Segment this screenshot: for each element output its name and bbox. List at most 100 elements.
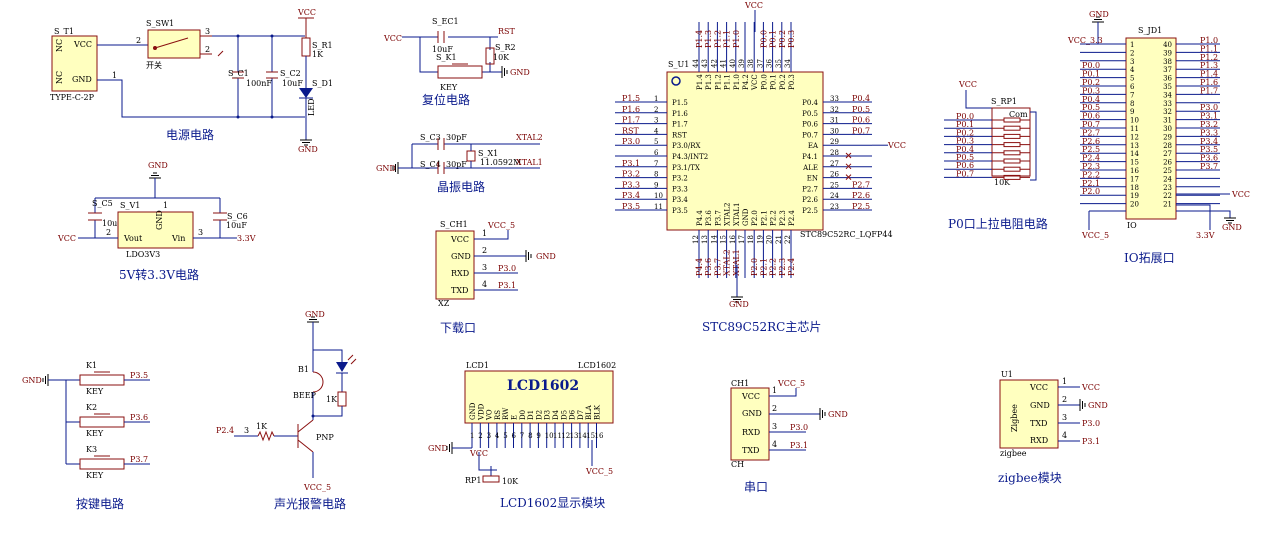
io-net-label: P0.6 xyxy=(1082,112,1100,121)
io-net-label: P2.0 xyxy=(1082,187,1100,196)
io-pin-number: 2 xyxy=(1130,49,1134,57)
mcu-pin-label: P2.0 xyxy=(751,210,759,226)
serial-port: CH1 VCC GND RXD TXD 1 2 3 4 VCC_5 GND P3… xyxy=(730,379,848,494)
io-net-label: P0.2 xyxy=(1082,78,1100,87)
lcd-pin-label: E xyxy=(511,415,519,420)
mcu-net-label: P0.5 xyxy=(852,105,870,114)
svg-text:P3.0: P3.0 xyxy=(498,264,516,273)
io-pin-number: 5 xyxy=(1130,75,1134,83)
io-pin-number: 25 xyxy=(1163,167,1172,175)
pullup-net-label: P0.7 xyxy=(956,169,974,178)
io-net-label: P2.3 xyxy=(1082,162,1100,171)
svg-text:XTAL2: XTAL2 xyxy=(516,133,543,142)
mcu-pin-number: 6 xyxy=(654,149,659,157)
mcu-net-label: P0.0 xyxy=(759,30,768,48)
lcd-pin-label: D4 xyxy=(552,409,560,420)
download-connector xyxy=(435,230,475,300)
button-caption: 按键电路 xyxy=(76,496,124,511)
connector-model: TYPE-C-2P xyxy=(50,93,95,102)
pullup-net-label: P0.0 xyxy=(956,112,974,121)
io-net-label: P0.1 xyxy=(1082,70,1100,79)
mcu-net-label: P2.0 xyxy=(750,258,759,276)
svg-text:XTAL1: XTAL1 xyxy=(516,158,543,167)
mcu-net-label: P3.0 xyxy=(622,137,640,146)
lcd-pin-number: 1 xyxy=(470,432,474,440)
svg-text:S_C4: S_C4 xyxy=(420,160,441,169)
svg-text:2: 2 xyxy=(205,45,210,54)
mcu-pin-label: P1.0 xyxy=(733,74,741,90)
io-net-label: P2.2 xyxy=(1082,170,1100,179)
svg-text:IO: IO xyxy=(1127,221,1137,230)
svg-text:S_C6: S_C6 xyxy=(227,212,248,221)
io-net-label: P3.6 xyxy=(1200,154,1218,163)
io-pin-number: 3 xyxy=(1130,58,1134,66)
svg-text:XZ: XZ xyxy=(438,299,450,308)
svg-text:3: 3 xyxy=(198,228,203,237)
key-ref: K3 xyxy=(86,445,97,454)
io-pin-number: 1 xyxy=(1130,41,1134,49)
mcu-pin-label: P2.6 xyxy=(802,196,818,204)
svg-text:VCC: VCC xyxy=(1081,383,1100,392)
svg-text:VCC_5: VCC_5 xyxy=(487,221,515,230)
mcu-net-label: P0.7 xyxy=(852,126,870,135)
resistor-pack xyxy=(991,107,1031,177)
svg-text:GND: GND xyxy=(72,75,92,84)
io-pin-number: 14 xyxy=(1130,150,1139,158)
svg-text:RST: RST xyxy=(498,27,516,36)
mcu-pin-label: P0.3 xyxy=(788,74,796,90)
svg-text:VCC: VCC xyxy=(73,40,92,49)
ldo-regulator xyxy=(117,211,194,249)
mcu-pin-number: 31 xyxy=(830,117,839,125)
power-switch xyxy=(147,29,201,59)
mcu-pin-number: 37 xyxy=(756,59,764,68)
svg-text:GND: GND xyxy=(1222,223,1242,232)
mcu-pin-number: 5 xyxy=(654,138,658,146)
svg-text:1K: 1K xyxy=(312,50,324,59)
io-pin-number: 20 xyxy=(1130,201,1139,209)
io-pin-number: 35 xyxy=(1163,83,1172,91)
svg-text:GND: GND xyxy=(536,252,556,261)
lcd-pin-label: GND xyxy=(469,402,477,420)
mcu-pin-label: P2.4 xyxy=(788,210,796,226)
mcu-pin-label: XTAL2 xyxy=(724,203,732,226)
mcu-pin-label: P0.5 xyxy=(802,110,818,118)
mcu-pin-label: EA xyxy=(808,142,819,150)
io-pin-number: 4 xyxy=(1130,66,1135,74)
svg-text:GND: GND xyxy=(1088,401,1108,410)
svg-text:TXD: TXD xyxy=(1030,419,1047,428)
io-pin-number: 34 xyxy=(1163,91,1172,99)
mcu-pin-label: ALE xyxy=(802,164,818,172)
mcu-pin-number: 34 xyxy=(784,59,792,68)
io-pin-number: 9 xyxy=(1130,108,1134,116)
mcu-pin-number: 26 xyxy=(830,171,839,179)
mcu-pin-label: P0.7 xyxy=(802,131,818,139)
mcu-net-label: P2.6 xyxy=(852,191,870,200)
download-caption: 下载口 xyxy=(440,321,476,335)
svg-text:GND: GND xyxy=(451,252,471,261)
mcu-pin-number: 30 xyxy=(830,127,839,135)
svg-text:10uF: 10uF xyxy=(102,219,123,228)
mcu-net-label: RST xyxy=(622,126,640,135)
ldo-caption: 5V转3.3V电路 xyxy=(119,267,199,282)
mcu-net-label: XTAL1 xyxy=(732,249,741,276)
alarm-caption: 声光报警电路 xyxy=(274,496,346,511)
mcu-net-label: P1.4 xyxy=(695,30,704,48)
io-net-label: P3.5 xyxy=(1200,145,1218,154)
svg-text:GND: GND xyxy=(742,409,762,418)
lcd-title: LCD1602 xyxy=(507,378,579,394)
mcu-pin-number: 38 xyxy=(747,59,755,68)
mcu-pin-label: P0.1 xyxy=(770,74,778,90)
mcu-pin-label: P3.2 xyxy=(672,175,688,183)
lcd-pin-label: BLK xyxy=(594,404,602,420)
svg-text:TXD: TXD xyxy=(742,446,759,455)
lcd-pin-label: D3 xyxy=(544,410,552,420)
svg-text:S_JD1: S_JD1 xyxy=(1138,26,1162,35)
mcu-pin-number: 29 xyxy=(830,138,839,146)
mcu-pin-number: 1 xyxy=(654,95,658,103)
svg-text:GND: GND xyxy=(729,300,749,309)
svg-text:P2.4: P2.4 xyxy=(216,426,234,435)
mcu-net-label: VCC xyxy=(887,141,906,150)
mcu-pin-label: P4.2 xyxy=(742,74,750,90)
io-net-label: P1.0 xyxy=(1200,36,1218,45)
